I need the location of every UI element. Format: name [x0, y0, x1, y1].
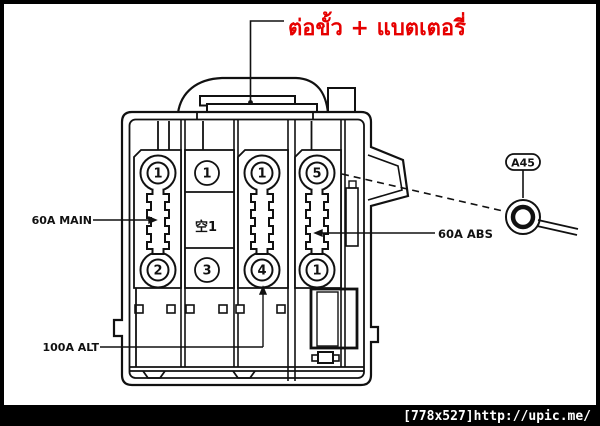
connector-tag-label: A45: [511, 157, 535, 170]
slot-number: 1: [312, 264, 321, 279]
slot-numbers: 1 2 1 3 1 4 5 1 空1: [153, 167, 321, 279]
base-notch: [232, 370, 256, 379]
battery-terminal-annotation: ต่อขั้ว + แบตเตอรี่: [248, 11, 466, 105]
annotation-leader-line: [249, 20, 284, 101]
ring-terminal-outer: [505, 199, 541, 235]
slot-number: 1: [202, 167, 211, 182]
fuses: 1 2 1 3 1 4 5 1 空1: [139, 154, 336, 289]
abs-arrow: [313, 228, 323, 238]
slot-number: 5: [312, 167, 321, 182]
slot-number: 1: [257, 167, 266, 182]
slot-number: 2: [153, 264, 162, 279]
slot-number: 4: [257, 264, 266, 279]
spare-circle-bottom: [194, 257, 220, 283]
label-100a-alt: 100A ALT: [42, 341, 99, 354]
annotation-dot: [248, 100, 253, 105]
fuse-box-top-dome: [176, 76, 356, 115]
watermark-text: [778x527]http://upic.me/: [403, 409, 591, 424]
label-60a-main: 60A MAIN: [32, 214, 92, 227]
alt-arrow: [258, 285, 268, 295]
lower-tabs: [134, 304, 286, 314]
right-compartment: [309, 287, 359, 350]
label-60a-abs: 60A ABS: [438, 227, 493, 241]
main-arrow: [148, 215, 158, 225]
terminal-wire: [536, 225, 578, 236]
callouts: 60A MAIN 100A ALT 60A ABS: [32, 214, 493, 354]
terminal-wire: [537, 219, 579, 230]
ring-terminal-group: A45: [505, 153, 579, 236]
slot-number: 3: [202, 264, 211, 279]
spare-circle-top: [194, 160, 220, 186]
ring-terminal-inner: [510, 204, 536, 230]
slot-number: 1: [153, 167, 162, 182]
watermark-bar: [778x527]http://upic.me/: [0, 405, 600, 426]
base-notch: [142, 370, 166, 379]
spare-slot-label: 空1: [195, 219, 217, 235]
connector-stub-inner: [367, 154, 403, 201]
battery-terminal-label: ต่อขั้ว + แบตเตอรี่: [288, 11, 466, 41]
small-plug: [311, 351, 340, 364]
dashed-connection-line: [341, 173, 504, 212]
